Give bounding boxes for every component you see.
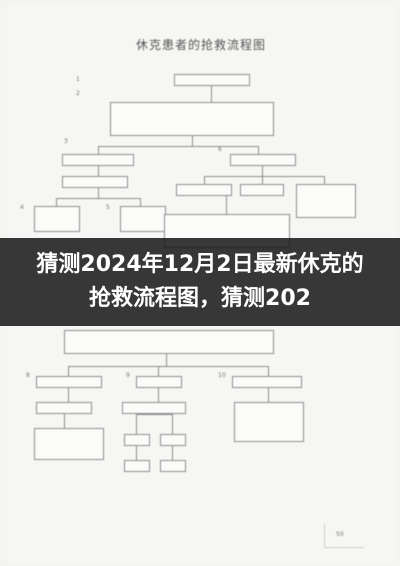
flow-box-initial-measures xyxy=(110,102,274,136)
flow-box-lower-mid-step xyxy=(122,402,186,414)
flow-box-lower-left xyxy=(36,376,102,388)
crop-mark xyxy=(324,524,325,548)
step-marker: 6 xyxy=(218,146,222,153)
flow-box-left-branch xyxy=(62,154,134,166)
flow-box-lower-mid-a xyxy=(124,434,150,446)
flow-box-left-step xyxy=(62,176,128,188)
step-marker: 10 xyxy=(218,372,226,379)
flow-box-right-a xyxy=(176,184,232,196)
step-marker: 4 xyxy=(20,204,24,211)
headline-text: 猜测2024年12月2日最新休克的抢救流程图，猜测202 xyxy=(36,252,364,311)
document-title: 休克患者的抢救流程图 xyxy=(135,38,266,52)
flow-box-lower-mid-d xyxy=(160,460,186,472)
flow-box-lower-left-detail xyxy=(34,428,104,460)
step-marker: 3 xyxy=(64,138,68,145)
step-marker: 8 xyxy=(26,372,30,379)
flow-box-assess xyxy=(174,74,250,86)
flow-box-lower-left-step xyxy=(36,402,92,414)
flow-box-lower-mid xyxy=(136,376,182,388)
step-marker: 9 xyxy=(126,372,130,379)
step-marker: 1 xyxy=(76,76,80,83)
flow-box-right-branch xyxy=(230,154,296,166)
flow-box-lower-measures xyxy=(64,330,274,354)
step-marker: 2 xyxy=(76,90,80,97)
flow-box-lower-mid-c xyxy=(124,460,150,472)
flow-box-left-b xyxy=(120,206,166,232)
flow-box-left-a xyxy=(34,206,80,232)
headline-banner: 猜测2024年12月2日最新休克的抢救流程图，猜测202 xyxy=(0,238,400,326)
flow-box-lower-right xyxy=(232,376,302,388)
flow-box-lower-mid-b xyxy=(160,434,186,446)
flow-box-right-c xyxy=(296,184,356,218)
step-marker: 5 xyxy=(106,204,110,211)
crop-mark xyxy=(324,547,364,548)
flow-box-right-b xyxy=(240,184,284,196)
page-number: 50 xyxy=(336,531,344,538)
flow-box-lower-right-detail xyxy=(234,402,304,442)
